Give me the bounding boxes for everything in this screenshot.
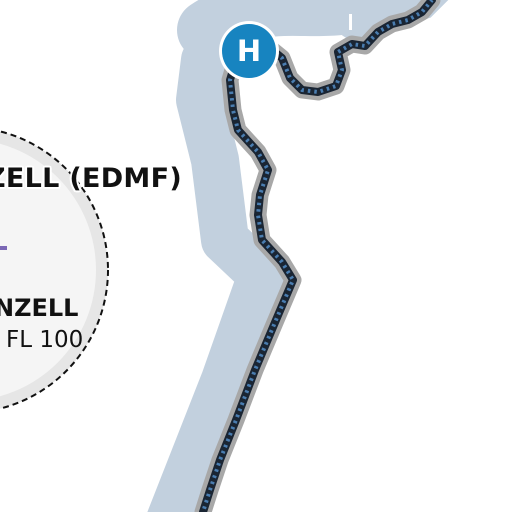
border-corridor: [147, 36, 286, 512]
airfield-label[interactable]: ZELL (EDMF): [0, 163, 182, 194]
border-dots: [201, 59, 296, 512]
helipad-letter: H: [236, 34, 262, 68]
map-notch: [349, 14, 352, 30]
border-dots: [264, 0, 434, 95]
control-zone: [0, 130, 109, 410]
border-corridor: [335, 0, 449, 40]
helipad-icon[interactable]: [219, 21, 279, 81]
control-zone-limit: FL 100: [6, 327, 84, 353]
control-zone-name: NZELL: [0, 294, 79, 322]
zone-mark: [0, 246, 7, 250]
border-corridor: [177, 0, 375, 60]
